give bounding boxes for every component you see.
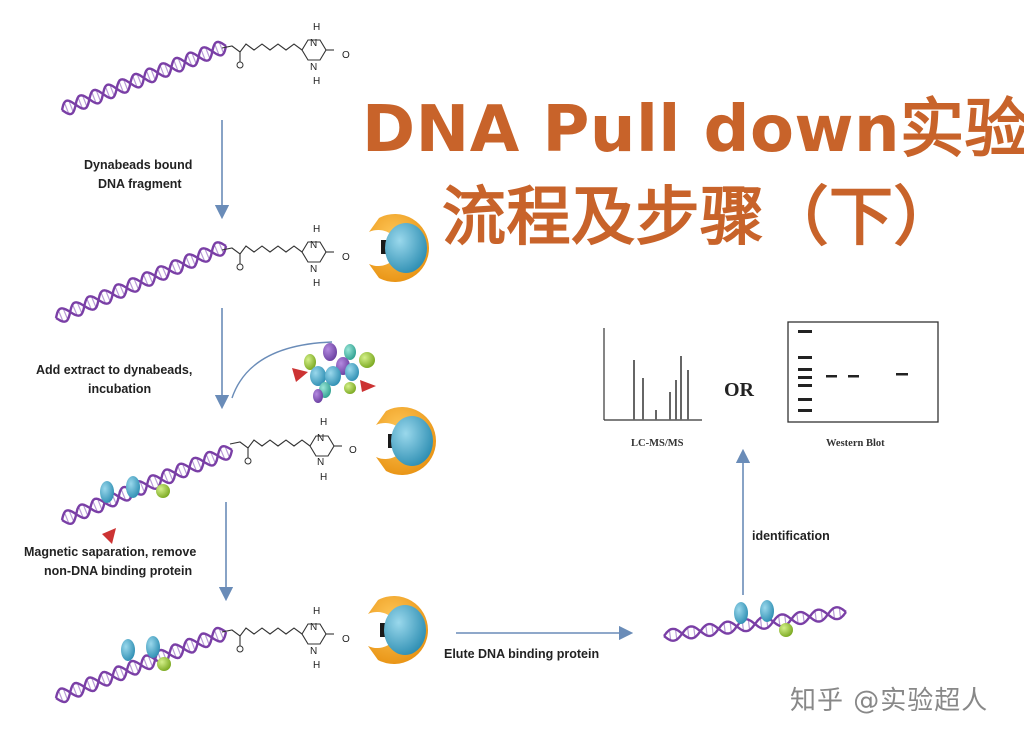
western-blot <box>787 321 939 423</box>
biotin-linker-3 <box>229 435 342 465</box>
svg-text:H: H <box>320 472 327 483</box>
title-line-2: 流程及步骤（下） <box>442 181 958 255</box>
lcms-label: LC-MS/MS <box>631 438 684 449</box>
step-3-line-2: non-DNA binding protein <box>44 564 193 578</box>
biotin-linker-4 <box>221 623 334 653</box>
svg-text:H: H <box>313 76 320 87</box>
protein-extract-cluster <box>292 343 376 403</box>
svg-text:N: N <box>310 646 317 657</box>
bound-proteins-4 <box>121 636 171 671</box>
step-1-line-2: DNA fragment <box>98 177 182 191</box>
step-2-line-2: incubation <box>88 382 152 396</box>
biotin-ring-labels-1: H N O N H <box>310 22 350 87</box>
step-1-line-1: Dynabeads bound <box>84 158 193 172</box>
svg-text:N: N <box>317 457 324 468</box>
protein-red-1 <box>292 368 308 382</box>
step-label-4: Elute DNA binding protein <box>444 647 600 661</box>
svg-text:N: N <box>310 62 317 73</box>
dna-helix-eluted <box>663 606 847 642</box>
bound-proteins-3 <box>100 476 170 544</box>
watermark: 知乎 @实验超人 <box>790 686 989 716</box>
step-2-line-1: Add extract to dynabeads, <box>36 363 193 377</box>
biotin-ring-labels-3: H N O N H <box>317 417 357 483</box>
or-label: OR <box>724 379 755 401</box>
svg-text:N: N <box>310 38 317 49</box>
dynabead-2 <box>376 407 436 475</box>
western-blot-label: Western Blot <box>826 438 885 449</box>
svg-text:H: H <box>313 224 320 235</box>
dynabead-1 <box>369 214 429 282</box>
dna-helix-3 <box>60 444 234 526</box>
biotin-linker-2 <box>221 241 334 271</box>
svg-text:O: O <box>342 50 350 61</box>
svg-text:H: H <box>313 278 320 289</box>
svg-text:H: H <box>313 22 320 33</box>
svg-text:H: H <box>320 417 327 428</box>
step-label-2: Add extract to dynabeads, incubation <box>36 361 192 399</box>
title-line-1: DNA Pull down实验 <box>362 93 1024 167</box>
dna-helix-2 <box>54 241 228 323</box>
step-label-3: Magnetic saparation, remove non-DNA bind… <box>24 543 196 581</box>
dna-helix-4 <box>54 626 228 704</box>
incubation-curve <box>231 341 333 399</box>
svg-text:N: N <box>317 433 324 444</box>
svg-text:N: N <box>310 622 317 633</box>
svg-text:O: O <box>342 634 350 645</box>
step-label-1: Dynabeads bound DNA fragment <box>84 156 192 194</box>
biotin-ring-labels-4: H N O N H <box>310 606 350 671</box>
svg-text:O: O <box>349 445 357 456</box>
removed-protein-red <box>102 528 116 544</box>
protein-red-2 <box>360 380 376 392</box>
biotin-ring-labels-2: H N O N H <box>310 224 350 289</box>
lcms-spectrum <box>603 328 702 421</box>
biotin-linker-1 <box>221 39 334 69</box>
step-3-line-1: Magnetic saparation, remove <box>24 545 197 559</box>
step-label-5: identification <box>752 529 830 543</box>
svg-text:N: N <box>310 264 317 275</box>
svg-text:H: H <box>313 660 320 671</box>
eluted-proteins <box>734 600 793 637</box>
svg-text:O: O <box>342 252 350 263</box>
dna-helix-1 <box>60 40 228 116</box>
dynabead-3 <box>368 596 429 664</box>
svg-text:H: H <box>313 606 320 617</box>
svg-text:N: N <box>310 240 317 251</box>
bead-blue-1 <box>385 223 427 273</box>
